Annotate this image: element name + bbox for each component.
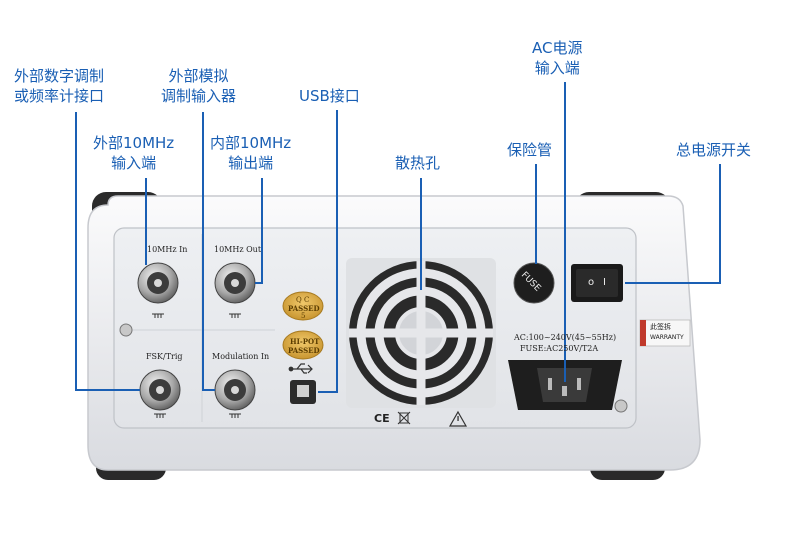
usb-b-port[interactable] bbox=[290, 380, 316, 404]
callout-fan-vent: 散热孔 bbox=[395, 153, 440, 173]
qc-seal-num: 5 bbox=[301, 312, 306, 320]
ac-power-inlet[interactable] bbox=[508, 360, 622, 410]
ground-icons bbox=[152, 313, 241, 418]
callout-fuse: 保险管 bbox=[507, 140, 552, 160]
qc-seal-mid: PASSED bbox=[288, 304, 320, 313]
callout-power-switch: 总电源开关 bbox=[676, 140, 751, 160]
power-switch[interactable] bbox=[571, 264, 623, 302]
warranty-text: WARRANTY bbox=[650, 334, 684, 341]
callout-usb-text: USB接口 bbox=[299, 87, 360, 105]
qc-seal-top: Q C bbox=[296, 296, 310, 304]
hipot-seal-mid: PASSED bbox=[288, 346, 320, 355]
callout-switch-text: 总电源开关 bbox=[676, 141, 752, 159]
qc-passed-seal bbox=[282, 291, 324, 321]
label-10mhz-out: 10MHz Out bbox=[214, 245, 262, 254]
callout-lines bbox=[75, 82, 721, 393]
callout-int10-line2: 输出端 bbox=[228, 154, 274, 172]
callout-int10-line1: 内部10MHz bbox=[210, 134, 292, 152]
callout-usb: USB接口 bbox=[299, 86, 360, 106]
label-fsk-trig: FSK/Trig bbox=[146, 352, 183, 361]
callout-ext-digital-mod: 外部数字调制 或频率计接口 bbox=[14, 66, 104, 106]
label-fuse-rating: FUSE:AC250V/T2A bbox=[520, 344, 599, 353]
callout-ext-10mhz-in: 外部10MHz 输入端 bbox=[93, 133, 174, 173]
bnc-modulation-in[interactable] bbox=[214, 369, 256, 411]
callout-ac-line1: AC电源 bbox=[532, 39, 583, 57]
callout-ext-analog-line2: 调制输入器 bbox=[161, 87, 237, 105]
warranty-sticker bbox=[639, 319, 691, 347]
bnc-fsk-trig[interactable] bbox=[139, 369, 181, 411]
label-modulation-in: Modulation In bbox=[212, 352, 270, 361]
fuse-holder[interactable] bbox=[513, 262, 555, 304]
label-ac-rating: AC:100~240V(45~55Hz) bbox=[514, 333, 617, 342]
callout-ext-analog-line1: 外部模拟 bbox=[168, 67, 229, 85]
switch-on-mark: I bbox=[603, 277, 606, 288]
bnc-10mhz-in[interactable] bbox=[137, 262, 179, 304]
switch-off-mark: o bbox=[588, 277, 595, 288]
hipot-seal-top: HI-POT bbox=[290, 337, 320, 346]
ce-mark: CE bbox=[374, 412, 390, 425]
callout-fuse-text: 保险管 bbox=[507, 141, 553, 159]
warranty-cn-text: 此签拆 bbox=[650, 323, 671, 331]
callout-ext10-line1: 外部10MHz bbox=[93, 134, 175, 152]
label-10mhz-in: 10MHz In bbox=[147, 245, 188, 254]
callout-ext-mod-line2: 或频率计接口 bbox=[14, 87, 105, 105]
callout-ext10-line2: 输入端 bbox=[111, 154, 157, 172]
weee-icon bbox=[397, 411, 411, 425]
callout-int-10mhz-out: 内部10MHz 输出端 bbox=[210, 133, 291, 173]
bnc-10mhz-out[interactable] bbox=[214, 262, 256, 304]
hipot-passed-seal bbox=[282, 330, 324, 360]
callout-ext-analog-mod: 外部模拟 调制输入器 bbox=[161, 66, 236, 106]
callout-ac-line2: 输入端 bbox=[534, 59, 580, 77]
warning-triangle-icon bbox=[448, 410, 468, 427]
callout-ext-mod-line1: 外部数字调制 bbox=[14, 67, 105, 85]
callout-ac-power: AC电源 输入端 bbox=[532, 38, 582, 78]
usb-icon bbox=[288, 363, 313, 374]
callout-fan-text: 散热孔 bbox=[395, 154, 441, 172]
